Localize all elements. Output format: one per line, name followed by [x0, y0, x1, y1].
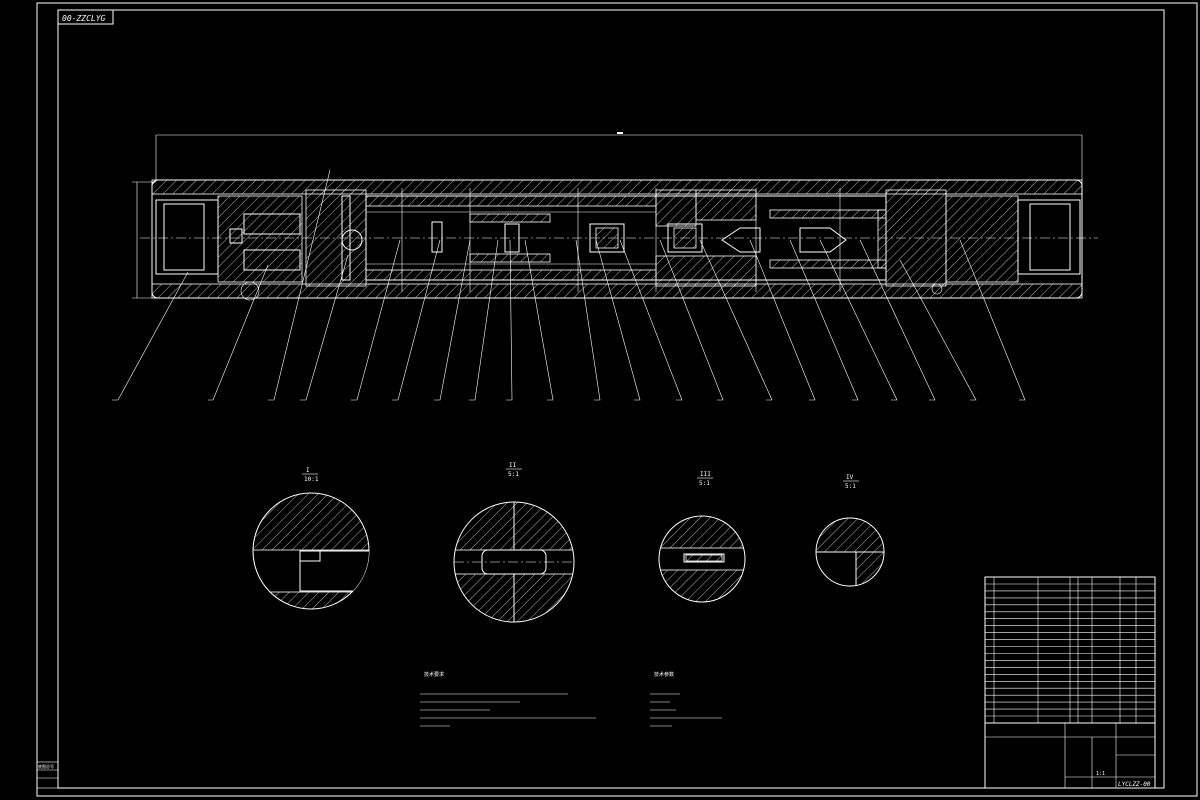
- title-block: 1:1 LYCLZZ-00: [984, 722, 1156, 789]
- title-scale: 1:1: [1096, 771, 1105, 777]
- detail-3-id: III: [700, 471, 711, 478]
- margin-table: 底图总号: [36, 761, 59, 789]
- detail-view-1: I 10:1: [252, 467, 370, 610]
- detail-view-3: III 5:1: [658, 471, 746, 603]
- main-assembly-view: [132, 132, 1098, 301]
- detail-2-scale: 5:1: [508, 471, 519, 478]
- parts-list: [984, 576, 1156, 724]
- detail-3-scale: 5:1: [699, 480, 710, 487]
- sheet-border: [36, 2, 1198, 797]
- title-code: LYCLZZ-00: [1118, 781, 1151, 788]
- detail-4-scale: 5:1: [845, 483, 856, 490]
- part-leader-lines: [112, 169, 1026, 401]
- technical-requirements: 技术要求: [420, 671, 596, 727]
- notes-right-heading: 技术参数: [654, 671, 674, 678]
- detail-2-id: II: [509, 462, 517, 469]
- detail-view-4: IV 5:1: [815, 474, 885, 587]
- technical-parameters: 技术参数: [650, 671, 722, 727]
- detail-1-id: I: [306, 467, 310, 474]
- margin-label: 底图总号: [38, 763, 54, 769]
- detail-1-scale: 10:1: [304, 476, 319, 483]
- notes-left-heading: 技术要求: [424, 671, 444, 678]
- drawing-number-box: 00-ZZCLYG: [57, 9, 114, 25]
- drawing-number-text: 00-ZZCLYG: [62, 14, 106, 23]
- detail-4-id: IV: [846, 474, 854, 481]
- detail-view-2: II 5:1: [453, 462, 575, 623]
